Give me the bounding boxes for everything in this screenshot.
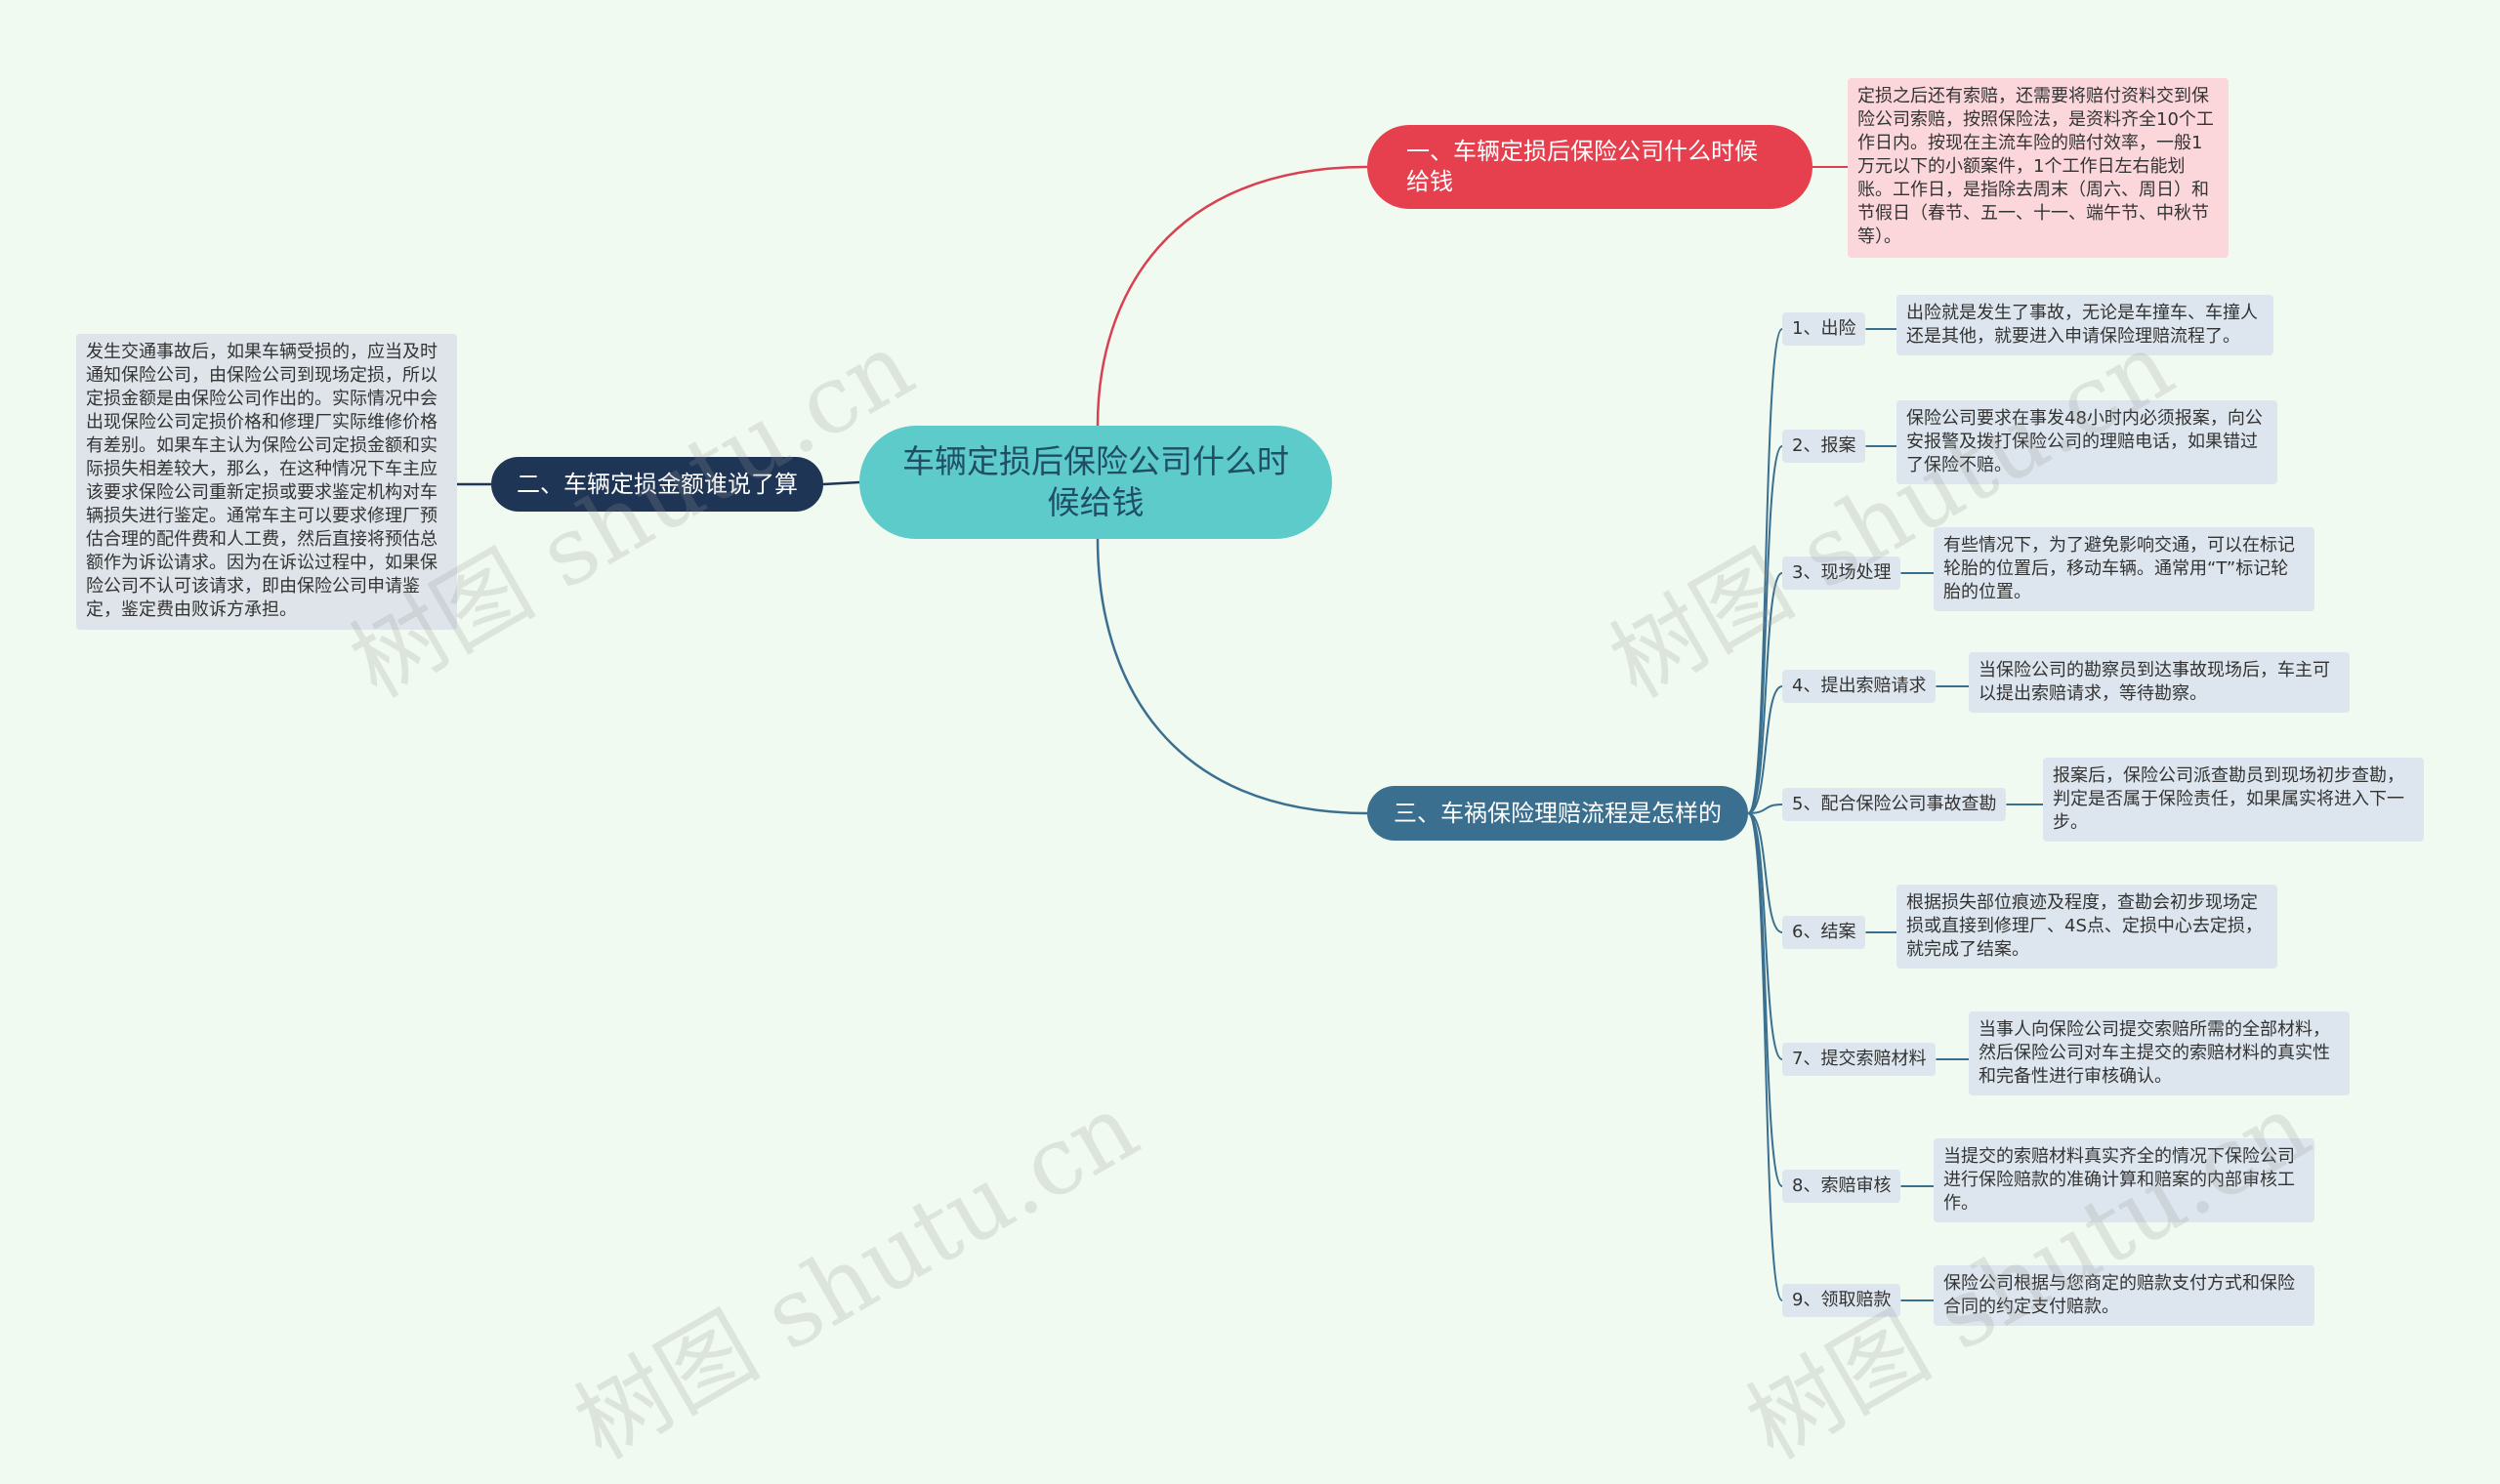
step-9-desc: 保险公司根据与您商定的赔款支付方式和保险合同的约定支付赔款。 bbox=[1934, 1265, 2314, 1326]
branch-2-topic[interactable]: 二、车辆定损金额谁说了算 bbox=[491, 457, 823, 512]
mindmap-canvas: 车辆定损后保险公司什么时候给钱 一、车辆定损后保险公司什么时候给钱 定损之后还有… bbox=[76, 78, 2424, 1480]
step-6-label[interactable]: 6、结案 bbox=[1782, 916, 1866, 949]
step-3-desc: 有些情况下，为了避免影响交通，可以在标记轮胎的位置后，移动车辆。通常用“T”标记… bbox=[1934, 527, 2314, 611]
link-branch3-step-6 bbox=[1747, 812, 1783, 933]
step-2-label[interactable]: 2、报案 bbox=[1782, 430, 1866, 463]
branch-1-topic[interactable]: 一、车辆定损后保险公司什么时候给钱 bbox=[1367, 125, 1812, 209]
step-2-desc: 保险公司要求在事发48小时内必须报案，向公安报警及拨打保险公司的理赔电话，如果错… bbox=[1896, 400, 2277, 484]
link-branch3-step-2 bbox=[1747, 445, 1783, 814]
step-3-label[interactable]: 3、现场处理 bbox=[1782, 556, 1901, 590]
step-7-label[interactable]: 7、提交索赔材料 bbox=[1782, 1043, 1937, 1076]
step-4-label[interactable]: 4、提出索赔请求 bbox=[1782, 670, 1937, 703]
step-7-desc: 当事人向保险公司提交索赔所需的全部材料，然后保险公司对车主提交的索赔材料的真实性… bbox=[1969, 1011, 2350, 1095]
central-topic[interactable]: 车辆定损后保险公司什么时候给钱 bbox=[859, 426, 1332, 539]
link-branch3-step-9 bbox=[1747, 812, 1783, 1301]
link-center-branch1 bbox=[1096, 165, 1368, 427]
step-8-desc: 当提交的索赔材料真实齐全的情况下保险公司进行保险赔款的准确计算和赔案的内部审核工… bbox=[1934, 1138, 2314, 1222]
link-branch3-step-7 bbox=[1747, 812, 1783, 1060]
connector-lines bbox=[457, 165, 2043, 1301]
link-branch3-step-4 bbox=[1747, 685, 1783, 814]
step-4-desc: 当保险公司的勘察员到达事故现场后，车主可以提出索赔请求，等待勘察。 bbox=[1969, 652, 2350, 713]
step-5-desc: 报案后，保险公司派查勘员到现场初步查勘，判定是否属于保险责任，如果属实将进入下一… bbox=[2043, 758, 2424, 842]
link-center-branch3 bbox=[1096, 538, 1368, 815]
step-links bbox=[1747, 328, 2043, 1301]
branch-1-note: 定损之后还有索赔，还需要将赔付资料交到保险公司索赔，按照保险法，是资料齐全10个… bbox=[1848, 78, 2229, 258]
link-branch3-step-3 bbox=[1747, 572, 1783, 814]
branch-2-note: 发生交通事故后，如果车辆受损的，应当及时通知保险公司，由保险公司到现场定损，所以… bbox=[76, 334, 457, 630]
link-center-branch2 bbox=[822, 480, 860, 486]
step-9-label[interactable]: 9、领取赔款 bbox=[1782, 1284, 1901, 1317]
step-5-label[interactable]: 5、配合保险公司事故查勘 bbox=[1782, 788, 2007, 821]
step-1-label[interactable]: 1、出险 bbox=[1782, 312, 1866, 346]
step-1-desc: 出险就是发生了事故，无论是车撞车、车撞人还是其他，就要进入申请保险理赔流程了。 bbox=[1896, 295, 2273, 355]
link-branch3-step-5 bbox=[1747, 804, 1783, 814]
link-branch3-step-1 bbox=[1747, 328, 1783, 814]
branch-3-topic[interactable]: 三、车祸保险理赔流程是怎样的 bbox=[1367, 786, 1748, 841]
step-6-desc: 根据损失部位痕迹及程度，查勘会初步现场定损或直接到修理厂、4S点、定损中心去定损… bbox=[1896, 885, 2277, 969]
step-8-label[interactable]: 8、索赔审核 bbox=[1782, 1170, 1901, 1203]
